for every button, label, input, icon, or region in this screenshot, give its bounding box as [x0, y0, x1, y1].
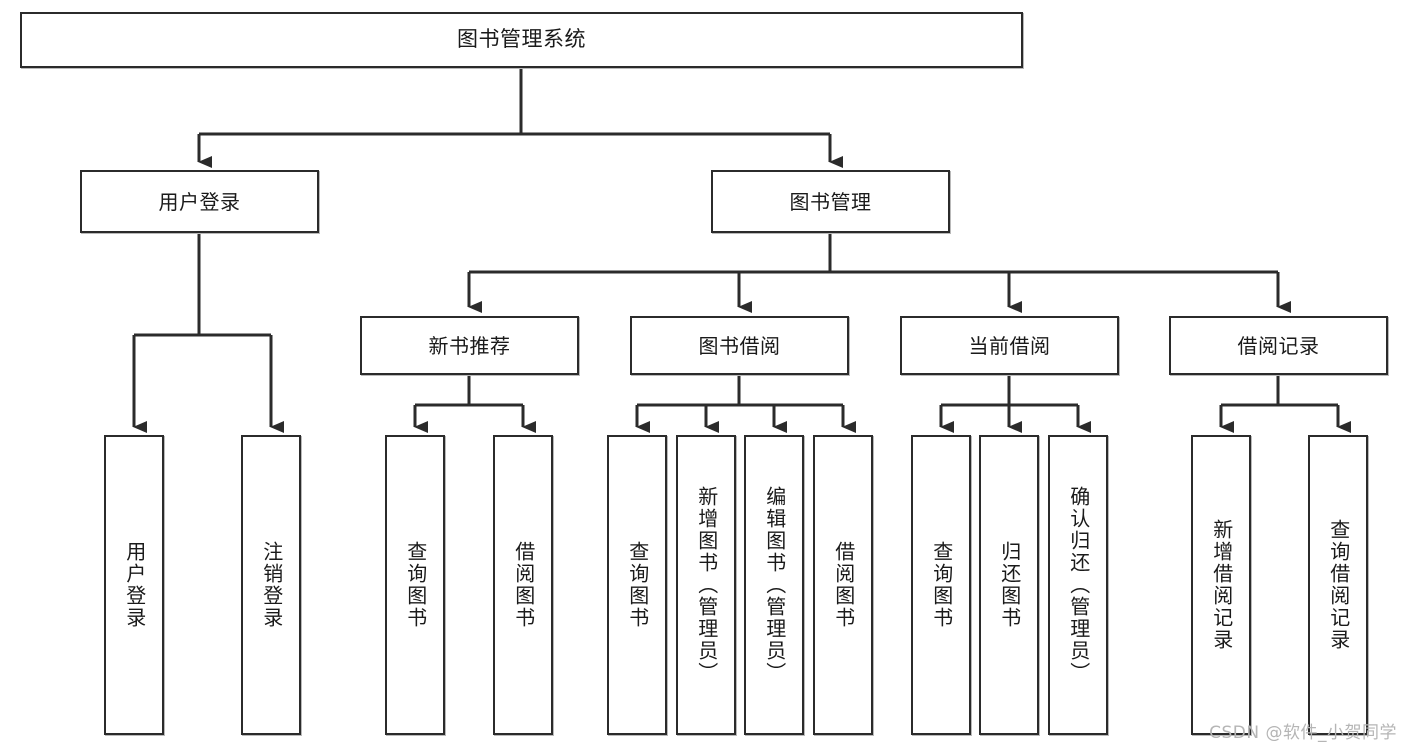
node-leaf-borrow-book[interactable]: 借阅图书	[813, 435, 873, 735]
node-label: 查询图书	[929, 541, 954, 629]
node-new-book-recommend[interactable]: 新书推荐	[360, 316, 579, 375]
node-label: 编辑图书（管理员）	[762, 486, 787, 684]
node-leaf-add-borrow-record[interactable]: 新增借阅记录	[1191, 435, 1251, 735]
node-leaf-return-book[interactable]: 归还图书	[979, 435, 1039, 735]
csdn-watermark: CSDN @软件_小贺同学	[1209, 723, 1397, 743]
node-label: 确认归还（管理员）	[1066, 486, 1091, 684]
node-leaf-add-book[interactable]: 新增图书（管理员）	[676, 435, 736, 735]
node-leaf-query-book-recommend[interactable]: 查询图书	[385, 435, 445, 735]
node-leaf-edit-book[interactable]: 编辑图书（管理员）	[744, 435, 804, 735]
node-leaf-query-book-current[interactable]: 查询图书	[911, 435, 971, 735]
node-label: 当前借阅	[968, 333, 1051, 358]
node-label: 查询图书	[625, 541, 650, 629]
node-leaf-query-book-borrow[interactable]: 查询图书	[607, 435, 667, 735]
node-label: 用户登录	[122, 541, 147, 629]
node-leaf-borrow-book-recommend[interactable]: 借阅图书	[493, 435, 553, 735]
node-label: 图书管理系统	[457, 27, 586, 52]
node-label: 借阅图书	[511, 541, 536, 629]
node-label: 借阅记录	[1237, 333, 1320, 358]
node-leaf-confirm-return[interactable]: 确认归还（管理员）	[1048, 435, 1108, 735]
node-leaf-logout-login[interactable]: 注销登录	[241, 435, 301, 735]
node-label: 新书推荐	[428, 333, 511, 358]
node-label: 用户登录	[158, 189, 241, 214]
node-label: 新增图书（管理员）	[694, 486, 719, 684]
node-label: 查询图书	[403, 541, 428, 629]
node-borrow-record[interactable]: 借阅记录	[1169, 316, 1388, 375]
node-label: 新增借阅记录	[1209, 519, 1234, 651]
node-label: 图书管理	[789, 189, 872, 214]
node-label: 注销登录	[259, 541, 284, 629]
node-label: 图书借阅	[698, 333, 781, 358]
node-user-login[interactable]: 用户登录	[80, 170, 319, 233]
node-root-book-management-system[interactable]: 图书管理系统	[20, 12, 1023, 68]
node-book-borrow[interactable]: 图书借阅	[630, 316, 849, 375]
node-leaf-user-login[interactable]: 用户登录	[104, 435, 164, 735]
node-leaf-query-borrow-record[interactable]: 查询借阅记录	[1308, 435, 1368, 735]
node-label: 借阅图书	[831, 541, 856, 629]
node-label: 归还图书	[997, 541, 1022, 629]
node-current-borrow[interactable]: 当前借阅	[900, 316, 1119, 375]
node-book-manage[interactable]: 图书管理	[711, 170, 950, 233]
node-label: 查询借阅记录	[1326, 519, 1351, 651]
